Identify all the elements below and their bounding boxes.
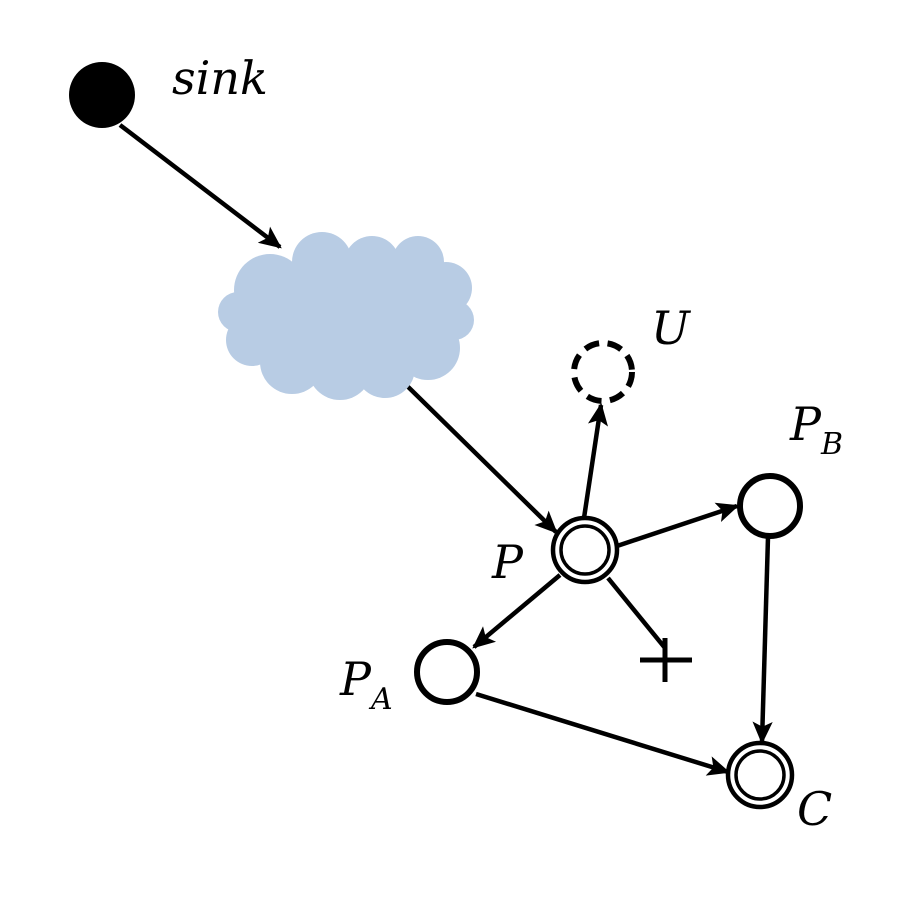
c-node bbox=[725, 740, 795, 810]
p-label: P bbox=[491, 535, 524, 589]
pb-label: PB bbox=[789, 397, 843, 462]
edge-pb-to-c bbox=[752, 536, 773, 745]
pb-label-main: P bbox=[789, 397, 822, 451]
c-label: C bbox=[797, 782, 832, 836]
edge-p-blocked bbox=[606, 576, 667, 650]
edge-sink-to-cloud bbox=[118, 123, 282, 249]
sink-label: sink bbox=[172, 51, 268, 105]
edge-p-to-pb bbox=[616, 502, 740, 549]
edge-cloud-to-p bbox=[394, 373, 558, 534]
pa-node bbox=[414, 639, 480, 705]
edge-p-to-u bbox=[581, 402, 608, 519]
pa-label: PA bbox=[339, 652, 393, 717]
u-node bbox=[571, 340, 635, 404]
pa-label-main: P bbox=[339, 652, 372, 706]
pa-label-subscript: A bbox=[368, 682, 393, 717]
sink-node bbox=[69, 62, 135, 128]
u-label: U bbox=[651, 301, 692, 355]
edge-pa-to-c bbox=[475, 691, 731, 776]
blocked-link-cross-icon bbox=[640, 638, 692, 682]
pb-node bbox=[737, 473, 803, 539]
cloud-shape bbox=[218, 232, 474, 400]
p-node bbox=[550, 515, 620, 585]
edge-p-to-pa bbox=[472, 573, 562, 649]
pb-label-subscript: B bbox=[820, 427, 843, 462]
